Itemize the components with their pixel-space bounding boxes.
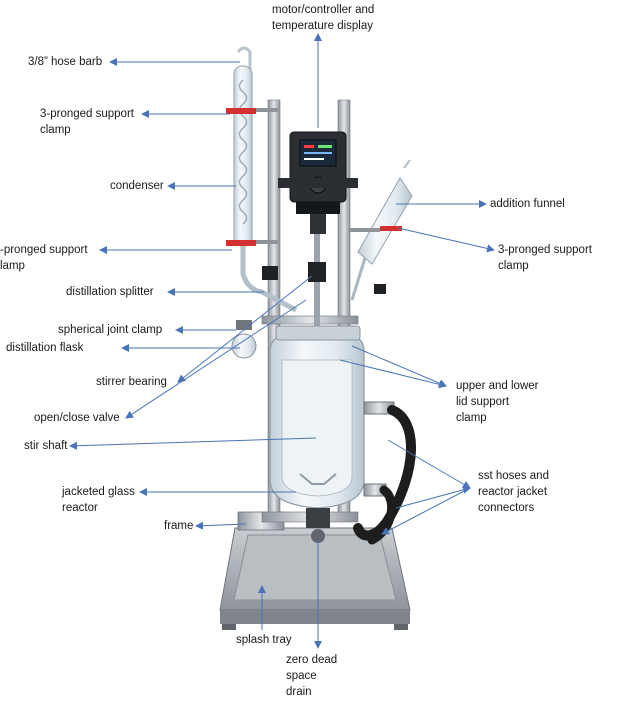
support-clamp-right (380, 226, 402, 231)
arrow-sst-hoses-left (381, 487, 471, 535)
label-condenser: condenser (110, 180, 164, 192)
arrow-open-close-valve (125, 299, 307, 419)
addition-funnel (350, 159, 413, 301)
arrow-stirrer-bearing (177, 275, 313, 383)
callout-arrows (69, 33, 495, 649)
support-clamp-left (226, 240, 256, 246)
valve-knob-icon (262, 266, 278, 280)
condenser (226, 46, 278, 247)
label-support-clamp-top: 3-pronged support clamp (40, 108, 134, 136)
label-hose-barb: 3/8” hose barb (28, 56, 103, 68)
arrow-stir-shaft (69, 437, 317, 450)
label-frame: frame (164, 520, 194, 532)
label-addition-funnel: addition funnel (490, 198, 565, 210)
splash-tray (219, 527, 411, 630)
label-spherical-joint-clamp: spherical joint clamp (58, 324, 163, 336)
arrow-support-clamp-right (397, 227, 495, 253)
spherical-joint-clamp (236, 320, 252, 330)
label-splash-tray: splash tray (236, 634, 292, 646)
label-motor-controller: motor/controller and temperature display (272, 4, 375, 32)
label-open-close-valve: open/close valve (34, 412, 120, 424)
sst-hoses (353, 401, 416, 545)
stirrer-bearing (308, 262, 326, 282)
label-distillation-splitter: distillation splitter (66, 286, 154, 298)
label-stirrer-bearing: stirrer bearing (96, 376, 167, 388)
arrow-sst-hoses-upper (387, 439, 471, 489)
distillation-flask (231, 333, 257, 359)
arrow-frame (195, 521, 247, 530)
label-distillation-flask: distillation flask (6, 342, 84, 354)
label-jacketed-reactor: jacketed glass reactor (62, 486, 135, 514)
motor-controller (278, 131, 358, 234)
label-sst-hoses: sst hoses and reactor jacket connectors (478, 470, 549, 514)
label-lid-support-clamp: upper and lower lid support clamp (456, 380, 539, 424)
support-clamp-top (226, 108, 256, 114)
label-drain: zero dead space drain (286, 654, 338, 698)
arrow-sst-hoses-lower (395, 485, 471, 509)
reactor-lid (275, 325, 361, 341)
arrow-lid-upper (351, 345, 447, 387)
label-support-clamp-right: 3-pronged support clamp (498, 244, 592, 272)
label-stir-shaft: stir shaft (24, 440, 68, 452)
arrow-lid-lower (339, 359, 447, 389)
label-support-clamp-left: -pronged support lamp (0, 244, 88, 272)
reactor-apparatus (219, 46, 416, 630)
jacketed-reactor (269, 325, 365, 543)
drain-valve (306, 508, 330, 528)
